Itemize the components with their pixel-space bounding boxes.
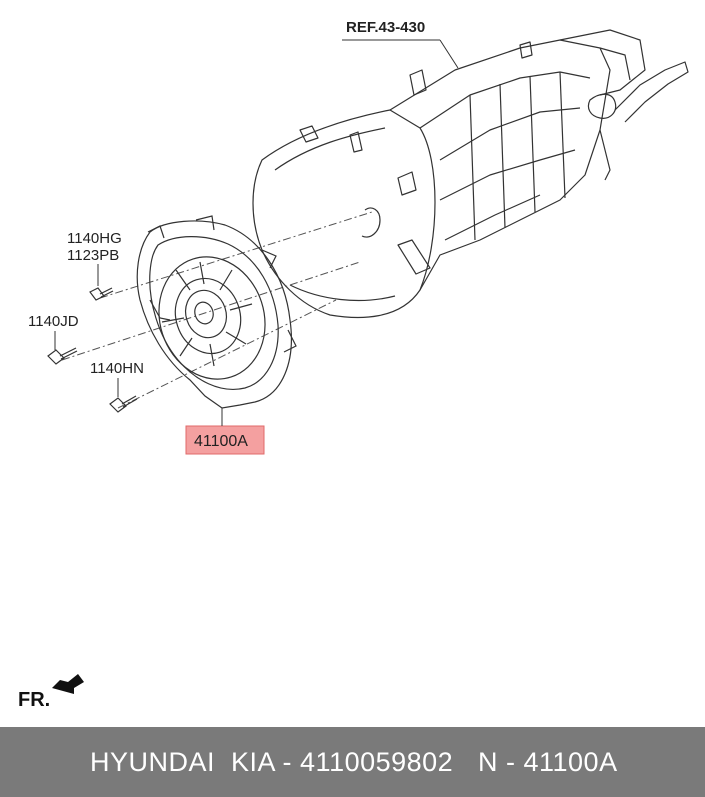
bolt-1140hg — [89, 287, 114, 301]
parts-diagram: REF.43-430 — [18, 19, 689, 711]
fr-label: FR. — [18, 689, 50, 711]
label-1140hn: 1140HN — [90, 360, 144, 377]
alignment-lines — [61, 211, 373, 409]
ref-callout: REF.43-430 — [342, 19, 459, 69]
front-arrow-icon — [52, 674, 84, 694]
bolt-1140hn — [109, 395, 138, 413]
label-1140hg: 1140HG — [67, 230, 122, 247]
clutch-cover-assembly — [136, 215, 297, 409]
transmission-assembly — [252, 29, 689, 319]
label-41100a: 41100A — [194, 433, 248, 450]
ref-label: REF.43-430 — [346, 19, 425, 36]
label-1123pb: 1123PB — [67, 247, 119, 264]
part-labels: 1140HG 1123PB 1140JD 1140HN 41100A — [28, 230, 265, 455]
footer-position: N - 41100A — [478, 746, 618, 777]
part-number-footer: HYUNDAI KIA - 4110059802 N - 41100A — [0, 727, 705, 797]
footer-part-number: HYUNDAI KIA - 4110059802 — [90, 746, 454, 777]
label-1140jd: 1140JD — [28, 313, 79, 330]
front-orientation-indicator: FR. — [18, 674, 84, 711]
highlight-box — [185, 425, 265, 455]
bolt-1140jd — [47, 347, 78, 365]
